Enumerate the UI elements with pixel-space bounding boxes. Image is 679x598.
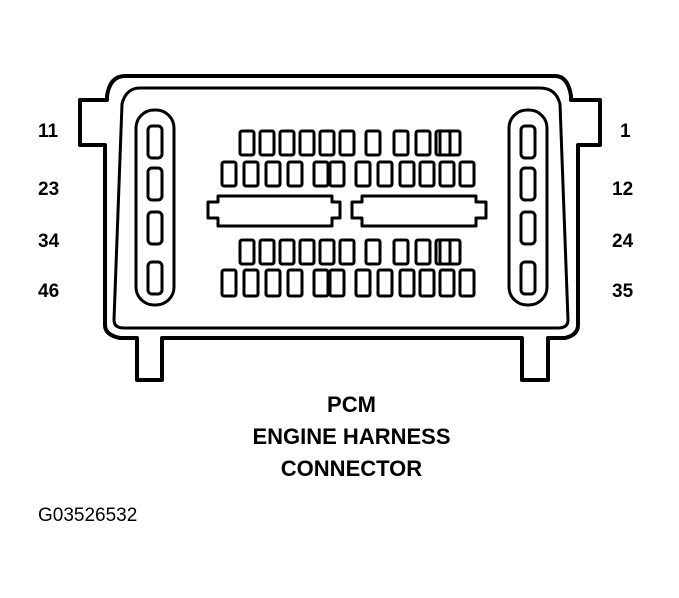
center-pin-cavity: [458, 268, 476, 298]
left-pin-cavity: [146, 260, 164, 296]
right-pin-cavity: [519, 166, 537, 202]
center-pin-cavity: [318, 129, 336, 157]
right-pin-cavity: [519, 210, 537, 246]
center-pin-cavity: [242, 268, 260, 298]
center-pin-cavity: [392, 238, 410, 266]
right-pin-cavity: [519, 124, 537, 160]
center-pin-cavity: [258, 129, 276, 157]
center-pin-cavity: [298, 129, 316, 157]
center-pin-cavity: [418, 160, 436, 188]
left-pin-cavity: [146, 124, 164, 160]
center-pin-cavity: [414, 129, 432, 157]
center-pin-cavity: [364, 238, 382, 266]
center-pin-cavity: [438, 268, 456, 298]
center-pin-cavity: [398, 160, 416, 188]
center-pin-cavity: [220, 268, 238, 298]
center-pin-cavity: [354, 268, 372, 298]
center-pin-cavity: [364, 129, 382, 157]
figure-id: G03526532: [38, 505, 138, 526]
center-pin-cavity: [434, 238, 452, 266]
center-pin-cavity: [278, 129, 296, 157]
caption-engine-harness: ENGINE HARNESS: [252, 424, 451, 449]
pin-label-23: 23: [38, 179, 60, 200]
center-pin-cavity: [414, 238, 432, 266]
pin-label-35: 35: [612, 281, 634, 302]
center-pin-cavity: [286, 268, 304, 298]
center-pin-cavity: [338, 238, 356, 266]
center-pin-cavity: [238, 238, 256, 266]
center-slot-left: [206, 194, 342, 228]
center-pin-cavity: [438, 238, 462, 266]
pin-label-46: 46: [38, 281, 60, 302]
left-pin-column: [134, 108, 176, 307]
connector-outer-shell: [78, 74, 602, 382]
center-pin-cavity: [238, 129, 256, 157]
center-pin-cavity: [318, 238, 336, 266]
center-pin-cavity: [312, 160, 330, 188]
pin-label-11: 11: [38, 121, 59, 142]
pin-label-24: 24: [612, 231, 634, 252]
center-pin-cavity: [264, 160, 282, 188]
right-pin-column: [507, 108, 549, 307]
center-slot-right: [350, 194, 488, 228]
caption-connector: CONNECTOR: [280, 456, 423, 481]
left-pin-cavity: [146, 210, 164, 246]
center-pin-cavity: [264, 268, 282, 298]
center-pin-cavity: [376, 268, 394, 298]
center-pin-cavity: [220, 160, 238, 188]
center-pin-cavity: [298, 238, 316, 266]
center-pin-cavity: [398, 268, 416, 298]
pin-label-1: 1: [620, 121, 631, 142]
right-pin-cavity: [519, 260, 537, 296]
center-pin-cavity: [392, 129, 410, 157]
connector-inner-shell: [112, 86, 570, 330]
center-pin-cavity: [278, 238, 296, 266]
center-pin-cavity: [438, 160, 456, 188]
center-pin-cavity: [312, 268, 330, 298]
left-pin-cavity: [146, 166, 164, 202]
center-pin-cavity: [458, 160, 476, 188]
center-pin-cavity: [286, 160, 304, 188]
center-pin-cavity: [338, 129, 356, 157]
center-pin-cavity: [328, 160, 346, 188]
center-pin-cavity: [438, 129, 462, 157]
center-pin-cavity: [242, 160, 260, 188]
center-pin-cavity: [354, 160, 372, 188]
center-pin-cavity: [418, 268, 436, 298]
center-pin-cavity: [328, 268, 346, 298]
center-pin-cavity: [376, 160, 394, 188]
center-pin-cavity: [434, 129, 452, 157]
pin-label-34: 34: [38, 231, 60, 252]
pin-label-12: 12: [612, 179, 634, 200]
caption-pcm: PCM: [327, 392, 376, 417]
center-pin-cavity: [258, 238, 276, 266]
